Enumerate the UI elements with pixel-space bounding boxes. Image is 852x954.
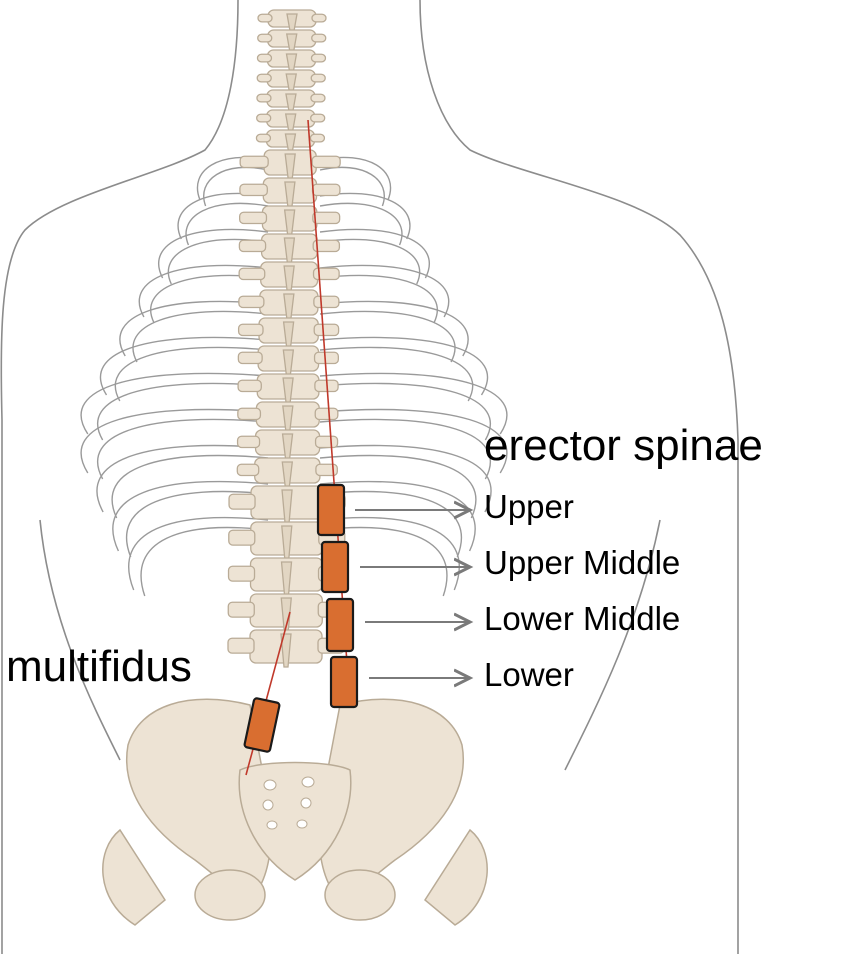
rib-right	[319, 408, 508, 474]
electrode-upper	[316, 483, 346, 537]
arrows	[355, 510, 470, 678]
erector-spinae-label: erector spinae	[484, 421, 763, 470]
rib-left	[96, 444, 269, 513]
vertebra	[239, 149, 341, 180]
vertebra	[256, 109, 326, 132]
rib-right	[319, 444, 492, 513]
rib-right	[319, 336, 489, 396]
rib-left	[112, 480, 269, 552]
pelvis	[102, 698, 488, 926]
rib-right-inner	[319, 346, 474, 402]
rib-right-inner	[319, 490, 463, 558]
rib-left-inner	[114, 346, 269, 402]
rib-right-inner	[319, 274, 438, 324]
vertebral-column	[227, 9, 346, 668]
rib-right	[319, 372, 508, 435]
vertebra	[237, 373, 339, 404]
vertebra	[238, 261, 340, 292]
vertebra	[236, 429, 339, 460]
upper-label: Upper	[484, 488, 574, 525]
vertebra	[239, 177, 341, 208]
electrode-multifidus	[243, 697, 281, 753]
vertebra	[257, 29, 327, 52]
vertebra	[238, 289, 340, 320]
rib-right-inner	[319, 382, 492, 441]
electrode-lower-middle	[325, 597, 355, 653]
vertebra	[238, 233, 341, 264]
rib-right-inner	[319, 526, 448, 597]
rib-right	[319, 300, 469, 357]
vertebra	[227, 629, 345, 668]
rib-left	[80, 408, 269, 474]
vertebra	[237, 345, 339, 376]
rib-left	[138, 264, 269, 318]
upper-middle-label: Upper Middle	[484, 544, 681, 581]
rib-left	[119, 300, 269, 357]
rib-right	[319, 264, 450, 318]
rib-left-inner	[132, 310, 269, 363]
lower-label: Lower	[484, 656, 574, 693]
rib-right-inner	[319, 310, 456, 363]
rib-left-inner	[96, 418, 269, 480]
rib-left	[128, 516, 269, 591]
rib-left-inner	[125, 490, 269, 558]
vertebra	[256, 89, 326, 112]
electrode-upper-middle	[320, 540, 350, 594]
rib-right-inner	[319, 454, 477, 519]
multifidus-label: multifidus	[6, 642, 192, 691]
electrodes	[243, 483, 359, 753]
sacral-foramina	[262, 776, 315, 830]
body-outline	[0, 0, 739, 954]
vertebra	[237, 401, 339, 432]
rib-left	[80, 372, 269, 435]
rib-left	[99, 336, 269, 396]
rib-left	[157, 228, 269, 279]
rib-right	[319, 480, 476, 552]
rib-left-inner	[111, 454, 269, 519]
vertebra	[256, 49, 327, 72]
lower-middle-label: Lower Middle	[484, 600, 681, 637]
vertebra	[236, 457, 338, 488]
vertebra	[256, 69, 326, 92]
vertebra	[255, 129, 326, 152]
rib-left-inner	[96, 382, 269, 441]
electrode-lower	[329, 655, 359, 709]
rib-right	[319, 228, 431, 279]
vertebra	[237, 317, 340, 348]
rib-right-inner	[319, 418, 492, 480]
rib-left-inner	[140, 526, 269, 597]
vertebra	[257, 9, 327, 32]
